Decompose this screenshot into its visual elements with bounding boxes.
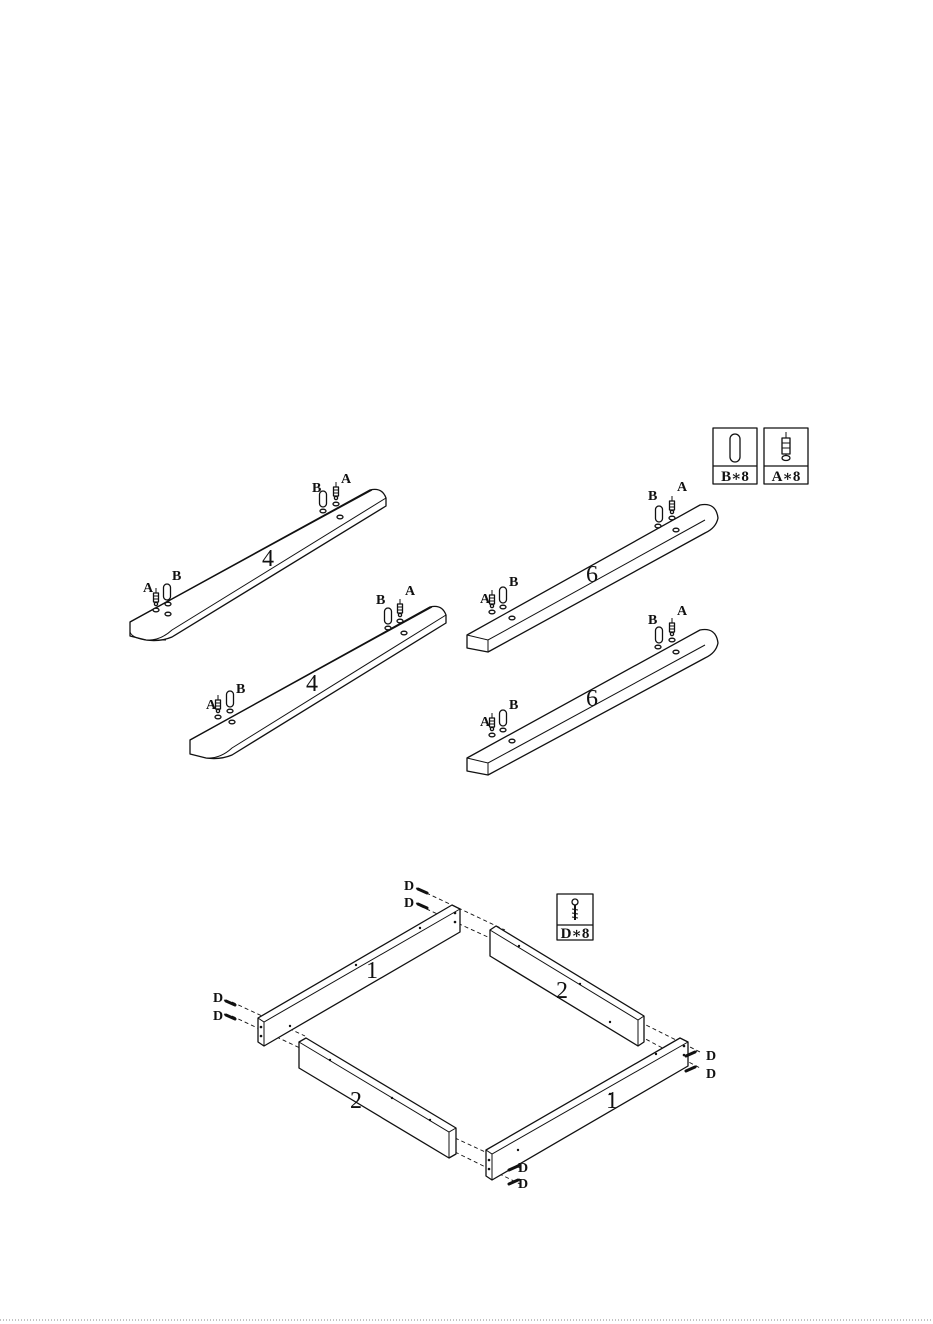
- cam-bolt-icon: [670, 496, 675, 514]
- rail-2-left: 2: [299, 1038, 456, 1158]
- cam-bolt-icon: [490, 713, 495, 731]
- wooden-dowel-icon: [656, 627, 663, 643]
- wooden-dowel-icon: [730, 434, 740, 462]
- screw-label-d: D: [706, 1049, 716, 1064]
- label-b: B: [376, 593, 385, 608]
- wooden-dowel-icon: [500, 710, 507, 726]
- wooden-dowel-icon: [227, 691, 234, 707]
- hardware-badge-screw: D∗8: [557, 894, 593, 942]
- label-b: B: [172, 569, 181, 584]
- label-a: A: [206, 698, 217, 713]
- label-b: B: [509, 698, 518, 713]
- screw-label-d: D: [213, 991, 223, 1006]
- part-number: 6: [586, 562, 598, 588]
- label-a: A: [677, 480, 688, 495]
- panel-4-upper: A B B A 4: [130, 472, 386, 641]
- cam-bolt-icon: [334, 482, 339, 500]
- label-b: B: [648, 489, 657, 504]
- label-a: A: [341, 472, 352, 487]
- label-a: A: [677, 604, 688, 619]
- screw-label-d: D: [518, 1161, 528, 1176]
- screw-icon: [416, 903, 427, 908]
- panel-6-upper: A B B A 6: [467, 480, 718, 652]
- screw-label-d: D: [213, 1009, 223, 1024]
- rail-1-back: 1: [258, 905, 460, 1046]
- label-b: B: [312, 481, 321, 496]
- wooden-dowel-icon: [385, 608, 392, 624]
- cam-bolt-icon: [670, 618, 675, 636]
- screw-label-d: D: [706, 1067, 716, 1082]
- cam-bolt-icon: [216, 695, 221, 713]
- label-a: A: [480, 592, 491, 607]
- part-number: 4: [306, 671, 318, 697]
- hardware-label-d: D∗8: [561, 926, 590, 942]
- label-b: B: [648, 613, 657, 628]
- hardware-label-b: B∗8: [721, 469, 749, 485]
- screw-group-top: D D: [404, 879, 427, 911]
- screw-group-left: D D: [213, 991, 235, 1024]
- screw-group-right: D D: [686, 1049, 716, 1082]
- part-number: 1: [606, 1088, 618, 1114]
- hardware-label-a: A∗8: [772, 469, 801, 485]
- screw-label-d: D: [404, 879, 414, 894]
- part-number: 2: [556, 978, 568, 1004]
- label-b: B: [236, 682, 245, 697]
- wooden-dowel-icon: [500, 587, 507, 603]
- hardware-badge-cam-bolt: A∗8: [764, 428, 808, 485]
- label-a: A: [405, 584, 416, 599]
- hardware-badge-dowel: B∗8: [713, 428, 757, 485]
- part-number: 1: [366, 958, 378, 984]
- wooden-dowel-icon: [164, 584, 171, 600]
- label-a: A: [480, 715, 491, 730]
- cam-bolt-icon: [154, 588, 159, 606]
- cam-bolt-icon: [398, 599, 403, 617]
- screw-label-d: D: [404, 896, 414, 911]
- panel-4-lower: A B B A 4: [190, 584, 446, 759]
- wooden-dowel-icon: [656, 506, 663, 522]
- screw-icon: [416, 888, 427, 893]
- cam-bolt-icon: [490, 590, 495, 608]
- part-number: 4: [262, 546, 274, 572]
- rail-1-front: 1: [486, 1038, 688, 1180]
- part-number: 2: [350, 1088, 362, 1114]
- screw-label-d: D: [518, 1177, 528, 1192]
- label-a: A: [143, 581, 154, 596]
- label-b: B: [509, 575, 518, 590]
- part-number: 6: [586, 686, 598, 712]
- rail-2-right: 2: [490, 926, 644, 1046]
